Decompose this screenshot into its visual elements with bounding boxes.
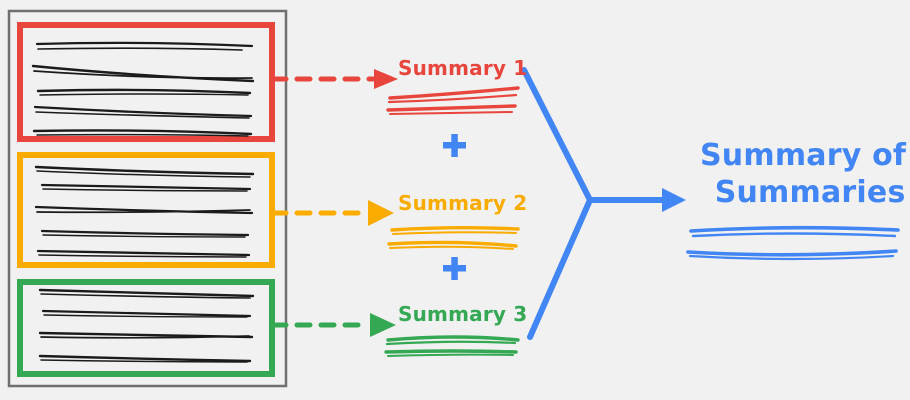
summary-1-squiggles	[386, 86, 520, 115]
document-stack-frame	[7, 9, 288, 388]
summary-of-summaries-label: Summary of Summaries	[700, 137, 906, 211]
summary-of-summaries-line-2: Summaries	[714, 175, 906, 210]
document-section-orange[interactable]	[17, 152, 275, 268]
document-section-red[interactable]	[17, 22, 275, 142]
arrow-merge	[521, 67, 686, 340]
arrow-summarize-orange-head	[368, 200, 394, 226]
arrow-merge-head	[662, 188, 686, 212]
arrow-summarize-green-head	[370, 313, 396, 337]
summary-2-label: Summary 2	[398, 191, 528, 215]
arrow-summarize-orange	[270, 200, 394, 226]
document-section-red-text-lines	[31, 41, 255, 137]
document-section-orange-text-lines	[34, 165, 255, 258]
summary-of-summaries-squiggles	[686, 225, 900, 261]
document-section-red-border	[17, 22, 275, 142]
arrow-summarize-green	[270, 313, 396, 337]
document-section-green[interactable]	[17, 279, 275, 377]
document-section-orange-border	[17, 152, 275, 268]
summary-2-squiggles	[387, 226, 520, 250]
plus-operator-1	[443, 134, 466, 157]
plus-1-vertical-bar	[451, 134, 458, 157]
document-section-green-text-lines	[38, 288, 255, 363]
arrow-merge-branch-top	[521, 67, 593, 203]
plus-operator-2	[443, 257, 466, 280]
arrow-merge-branch-bottom	[527, 197, 593, 340]
plus-2-vertical-bar	[451, 257, 458, 280]
summary-3-label: Summary 3	[398, 302, 528, 326]
summary-of-summaries-line-1: Summary of	[700, 138, 907, 173]
document-section-green-border	[17, 279, 275, 377]
arrow-summarize-red-head	[374, 69, 398, 89]
arrow-summarize-red	[270, 69, 398, 89]
summary-1-label: Summary 1	[398, 56, 528, 80]
summary-3-squiggles	[384, 335, 520, 357]
